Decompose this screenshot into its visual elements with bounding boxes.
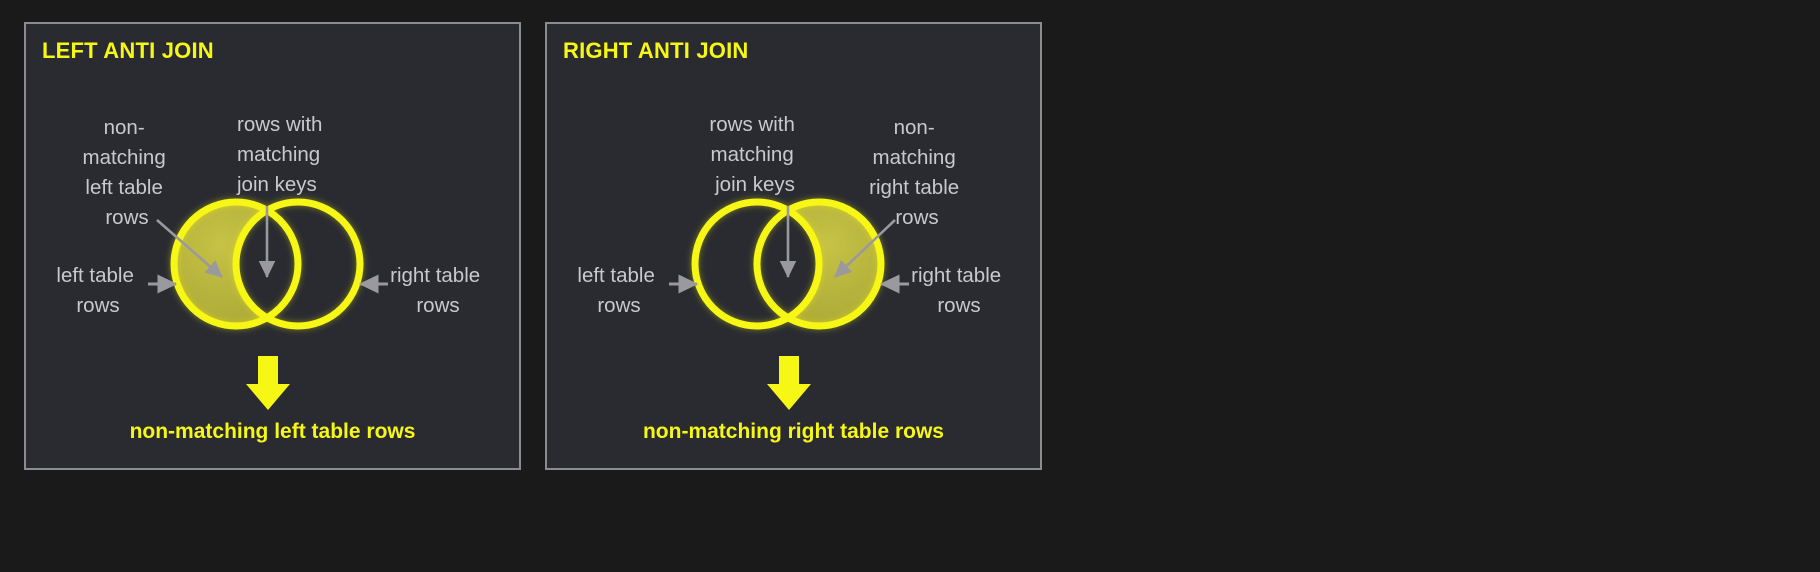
panel-title: RIGHT ANTI JOIN	[563, 38, 749, 63]
label-matching-join-keys: rows with matching join keys	[236, 113, 328, 196]
label-right-table-rows: right table rows	[911, 264, 1007, 317]
venn-circles	[691, 198, 885, 330]
venn-circle-left	[691, 198, 823, 330]
venn-diagram-left: non- matching left table rows rows with …	[26, 24, 519, 468]
leader-line-non-matching-left	[156, 219, 223, 278]
panel-title: LEFT ANTI JOIN	[42, 38, 214, 63]
label-matching-join-keys: rows with matching join keys	[709, 113, 800, 196]
leader-line-non-matching-right	[834, 219, 896, 278]
label-non-matching-right-rows: non- matching right table rows	[869, 116, 965, 229]
label-left-table-rows: left table rows	[56, 264, 139, 317]
label-non-matching-left-rows: non- matching left table rows	[83, 116, 172, 229]
label-right-table-rows: right table rows	[390, 264, 486, 317]
venn-circle-right	[753, 198, 885, 330]
venn-circle-left	[170, 198, 302, 330]
venn-circles	[170, 198, 364, 330]
venn-circle-right	[232, 198, 364, 330]
panel-caption: non-matching left table rows	[129, 420, 416, 443]
venn-diagram-right: rows with matching join keys non- matchi…	[547, 24, 1040, 468]
panel-left-anti-join: LEFT ANTI JOIN	[24, 22, 521, 470]
result-arrow-down	[246, 356, 290, 410]
result-arrow-down	[767, 356, 811, 410]
panel-caption: non-matching right table rows	[642, 420, 944, 443]
panel-right-anti-join: RIGHT ANTI JOIN	[545, 22, 1042, 470]
label-left-table-rows: left table rows	[577, 264, 660, 317]
